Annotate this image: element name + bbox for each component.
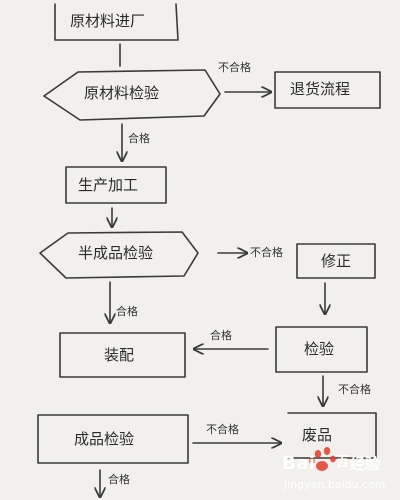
edge-raw-fail-label: 不合格 bbox=[218, 61, 251, 74]
box-production bbox=[65, 166, 167, 204]
watermark-brand: Bai bbox=[282, 453, 316, 474]
edge-recheck-pass-label: 合格 bbox=[210, 329, 232, 342]
node-production-label: 生产加工 bbox=[78, 176, 139, 194]
box-return-process bbox=[274, 71, 381, 109]
box-assembly bbox=[59, 332, 186, 378]
diamond-raw-material-inspect bbox=[43, 69, 221, 121]
edge-semi-fail-label: 不合格 bbox=[250, 246, 283, 259]
box-raw-material-in bbox=[54, 3, 179, 41]
watermark-brand-suffix: 百 bbox=[336, 455, 350, 470]
diamond-semi-inspect bbox=[39, 231, 199, 279]
node-return-process-label: 退货流程 bbox=[290, 80, 351, 98]
watermark-url: jingyan.baidu.com bbox=[284, 478, 386, 491]
edge-recheck-fail-label: 不合格 bbox=[338, 383, 371, 396]
node-raw-material-in-label: 原材料进厂 bbox=[70, 12, 146, 30]
node-repair-label: 修正 bbox=[321, 252, 352, 270]
edge-raw-pass-label: 合格 bbox=[128, 132, 150, 145]
edge-semi-pass-label: 合格 bbox=[116, 305, 138, 318]
box-finished-inspect bbox=[37, 414, 189, 464]
edge-finished-fail-label: 不合格 bbox=[206, 423, 239, 436]
node-scrap-label: 废品 bbox=[302, 426, 333, 444]
box-repair bbox=[296, 243, 376, 279]
node-assembly-label: 装配 bbox=[104, 346, 135, 364]
baidu-paw-icon bbox=[309, 447, 336, 471]
watermark-name: 经验 bbox=[350, 455, 381, 473]
node-raw-material-inspect-label: 原材料检验 bbox=[84, 84, 160, 102]
node-finished-inspect-label: 成品检验 bbox=[74, 430, 135, 448]
node-semi-inspect-label: 半成品检验 bbox=[78, 244, 154, 262]
node-recheck-label: 检验 bbox=[304, 340, 335, 358]
box-recheck bbox=[275, 326, 368, 373]
edge-finished-pass-label: 合格 bbox=[108, 473, 130, 486]
